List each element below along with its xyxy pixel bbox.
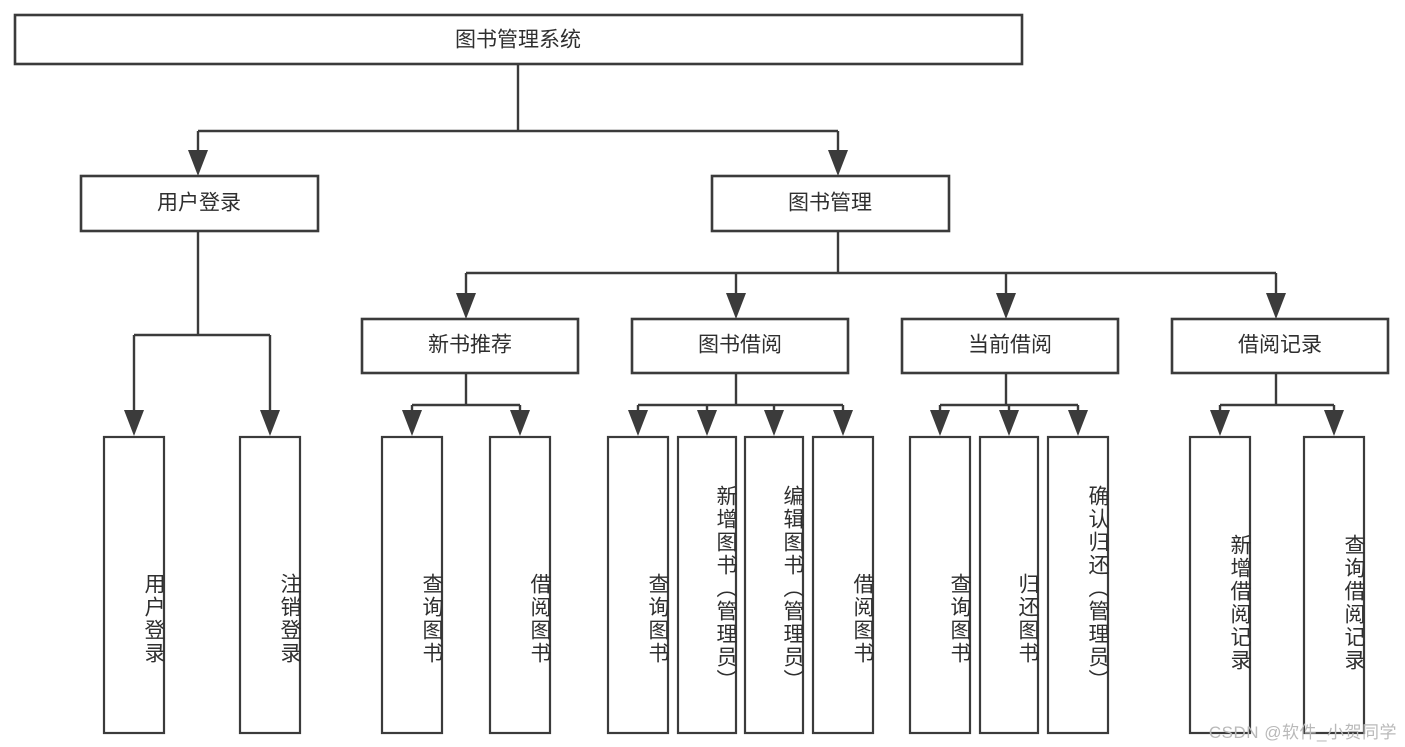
node-borrow-record-box[interactable] xyxy=(1170,317,1390,375)
leaf-label-bb-query-book: 查询图书 xyxy=(646,573,669,665)
arrow-head-leaf-nbr-2 xyxy=(510,410,530,436)
arrow-head-leaf-logout xyxy=(260,410,280,436)
arrow-head-borrow-record xyxy=(1266,293,1286,319)
leaf-box-layer xyxy=(102,435,1366,735)
leaf-label-nbr-query-book: 查询图书 xyxy=(420,573,443,665)
arrow-head-leaf-cb-3 xyxy=(1068,410,1088,436)
leaf-box-cb-return-book[interactable] xyxy=(978,435,1040,735)
arrow-head-leaf-nbr-1 xyxy=(402,410,422,436)
node-new-book-recommend-label: 新书推荐 xyxy=(428,334,512,357)
leaf-box-logout[interactable] xyxy=(238,435,302,735)
arrow-head-leaf-bb-3 xyxy=(764,410,784,436)
node-root-label: 图书管理系统 xyxy=(455,29,581,52)
arrow-head-leaf-bb-1 xyxy=(628,410,648,436)
node-root-box[interactable] xyxy=(13,13,1024,66)
node-new-book-recommend-box[interactable] xyxy=(360,317,580,375)
node-current-borrow-box[interactable] xyxy=(900,317,1120,375)
leaf-label-cb-return-book: 归还图书 xyxy=(1016,573,1039,665)
arrow-head-new-book-recommend xyxy=(456,293,476,319)
leaf-label-logout: 注销登录 xyxy=(278,573,301,665)
node-user-login-label: 用户登录 xyxy=(157,192,241,215)
leaf-box-nbr-borrow-book[interactable] xyxy=(488,435,552,735)
leaf-label-cb-query-book: 查询图书 xyxy=(948,573,971,665)
connector-layer xyxy=(124,64,1344,436)
node-current-borrow[interactable]: 当前借阅 xyxy=(900,317,1120,375)
node-book-borrow-box[interactable] xyxy=(630,317,850,375)
leaf-box-cb-query-book[interactable] xyxy=(908,435,972,735)
arrow-head-leaf-bb-2 xyxy=(697,410,717,436)
arrow-head-book-borrow xyxy=(726,293,746,319)
node-root[interactable]: 图书管理系统 xyxy=(13,13,1024,66)
leaf-label-bb-borrow-book: 借阅图书 xyxy=(851,573,874,665)
arrow-head-leaf-br-2 xyxy=(1324,410,1344,436)
leaf-label-cb-confirm-return: 确认归还（管理员） xyxy=(1086,484,1109,692)
leaf-box-user-login[interactable] xyxy=(102,435,166,735)
arrow-head-leaf-bb-4 xyxy=(833,410,853,436)
leaf-label-bb-edit-book: 编辑图书（管理员） xyxy=(781,484,804,692)
node-user-login-box[interactable] xyxy=(79,174,320,233)
arrow-head-leaf-br-1 xyxy=(1210,410,1230,436)
leaf-box-bb-add-book[interactable] xyxy=(676,435,738,735)
leaf-label-user-login: 用户登录 xyxy=(142,573,165,665)
leaf-box-bb-borrow-book[interactable] xyxy=(811,435,875,735)
node-book-manage-label: 图书管理 xyxy=(788,192,872,215)
leaf-box-nbr-query-book[interactable] xyxy=(380,435,444,735)
leaf-label-br-query-record: 查询借阅记录 xyxy=(1342,534,1365,672)
node-borrow-record[interactable]: 借阅记录 xyxy=(1170,317,1390,375)
leaf-box-bb-query-book[interactable] xyxy=(606,435,670,735)
node-book-manage[interactable]: 图书管理 xyxy=(710,174,951,233)
node-borrow-record-label: 借阅记录 xyxy=(1238,334,1322,357)
arrow-head-user-login xyxy=(188,150,208,176)
node-user-login[interactable]: 用户登录 xyxy=(79,174,320,233)
node-book-borrow[interactable]: 图书借阅 xyxy=(630,317,850,375)
leaf-label-nbr-borrow-book: 借阅图书 xyxy=(528,573,551,665)
arrow-head-leaf-cb-1 xyxy=(930,410,950,436)
leaf-label-bb-add-book: 新增图书（管理员） xyxy=(714,484,737,692)
leaf-box-bb-edit-book[interactable] xyxy=(743,435,805,735)
node-book-borrow-label: 图书借阅 xyxy=(698,334,782,357)
leaf-label-br-add-record: 新增借阅记录 xyxy=(1228,534,1251,672)
node-current-borrow-label: 当前借阅 xyxy=(968,334,1052,357)
node-new-book-recommend[interactable]: 新书推荐 xyxy=(360,317,580,375)
arrow-head-book-manage xyxy=(828,150,848,176)
arrow-head-current-borrow xyxy=(996,293,1016,319)
node-book-manage-box[interactable] xyxy=(710,174,951,233)
arrow-head-leaf-cb-2 xyxy=(999,410,1019,436)
arrow-head-leaf-user-login xyxy=(124,410,144,436)
leaf-box-cb-confirm-return[interactable] xyxy=(1046,435,1110,735)
leaf-box-br-query-record[interactable] xyxy=(1302,435,1366,735)
leaf-box-br-add-record[interactable] xyxy=(1188,435,1252,735)
